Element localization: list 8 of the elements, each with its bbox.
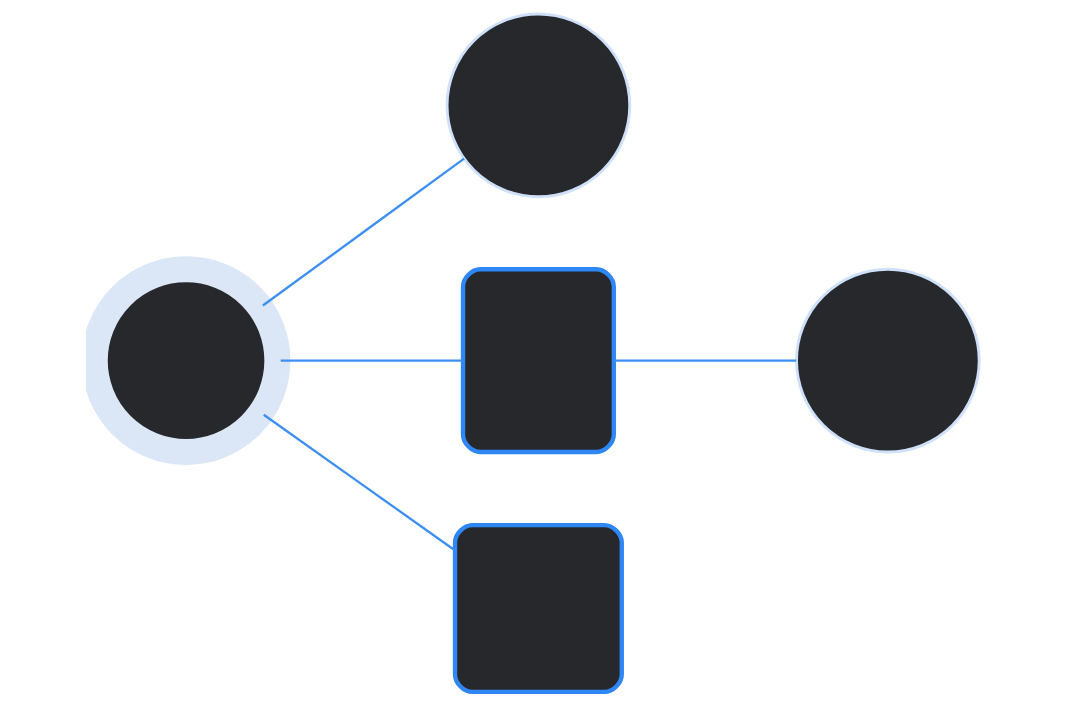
connector [280,359,463,362]
connector [614,359,797,362]
node-box [452,523,624,695]
connector [263,413,456,552]
connector [262,157,465,307]
node-circle [795,267,981,454]
node-circle [445,12,632,199]
node-box [460,267,616,455]
